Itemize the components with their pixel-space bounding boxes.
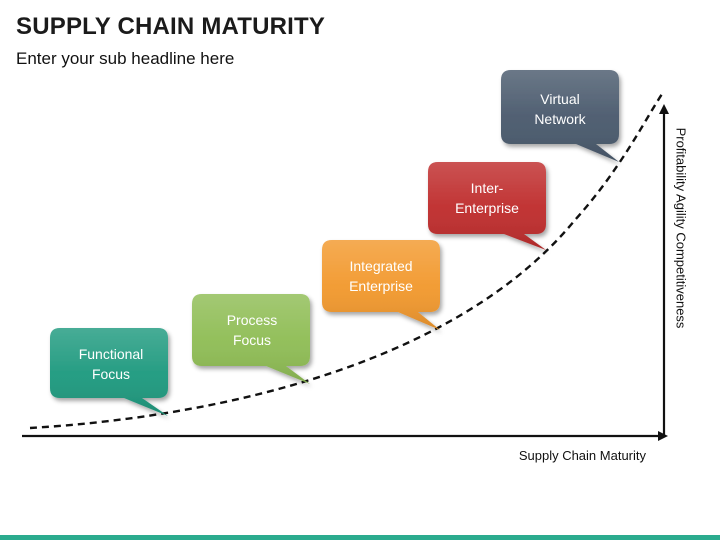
stage-label-line1: Process <box>227 312 278 328</box>
stage-label-line2: Enterprise <box>455 200 519 216</box>
page-title: SUPPLY CHAIN MATURITY <box>16 13 326 40</box>
stage-label-line1: Functional <box>79 346 144 362</box>
stage-bubble-virtual-network <box>501 70 619 162</box>
y-axis-arrowhead <box>659 104 669 114</box>
y-axis-label: Profitability Agility Competitiveness <box>673 127 689 329</box>
footer-accent-bar <box>0 535 720 540</box>
stage-bubble-process-focus <box>192 294 310 384</box>
stage-label-line2: Enterprise <box>349 278 413 294</box>
stage-label-line2: Network <box>534 111 586 127</box>
stage-bubble-integrated-enterprise <box>322 240 440 330</box>
page-subtitle: Enter your sub headline here <box>16 49 235 68</box>
x-axis-label: Supply Chain Maturity <box>518 448 646 463</box>
maturity-curve <box>29 93 664 430</box>
stage-label-line1: Virtual <box>540 91 579 107</box>
stage-bubble-inter-enterprise <box>428 162 546 250</box>
stage-label-line1: Inter- <box>471 180 504 196</box>
stage-label-line1: Integrated <box>349 258 412 274</box>
x-axis <box>22 431 668 441</box>
stage-bubble-functional-focus <box>50 328 168 416</box>
stage-label-line2: Focus <box>233 332 271 348</box>
y-axis <box>659 104 669 436</box>
stage-label-line2: Focus <box>92 366 130 382</box>
